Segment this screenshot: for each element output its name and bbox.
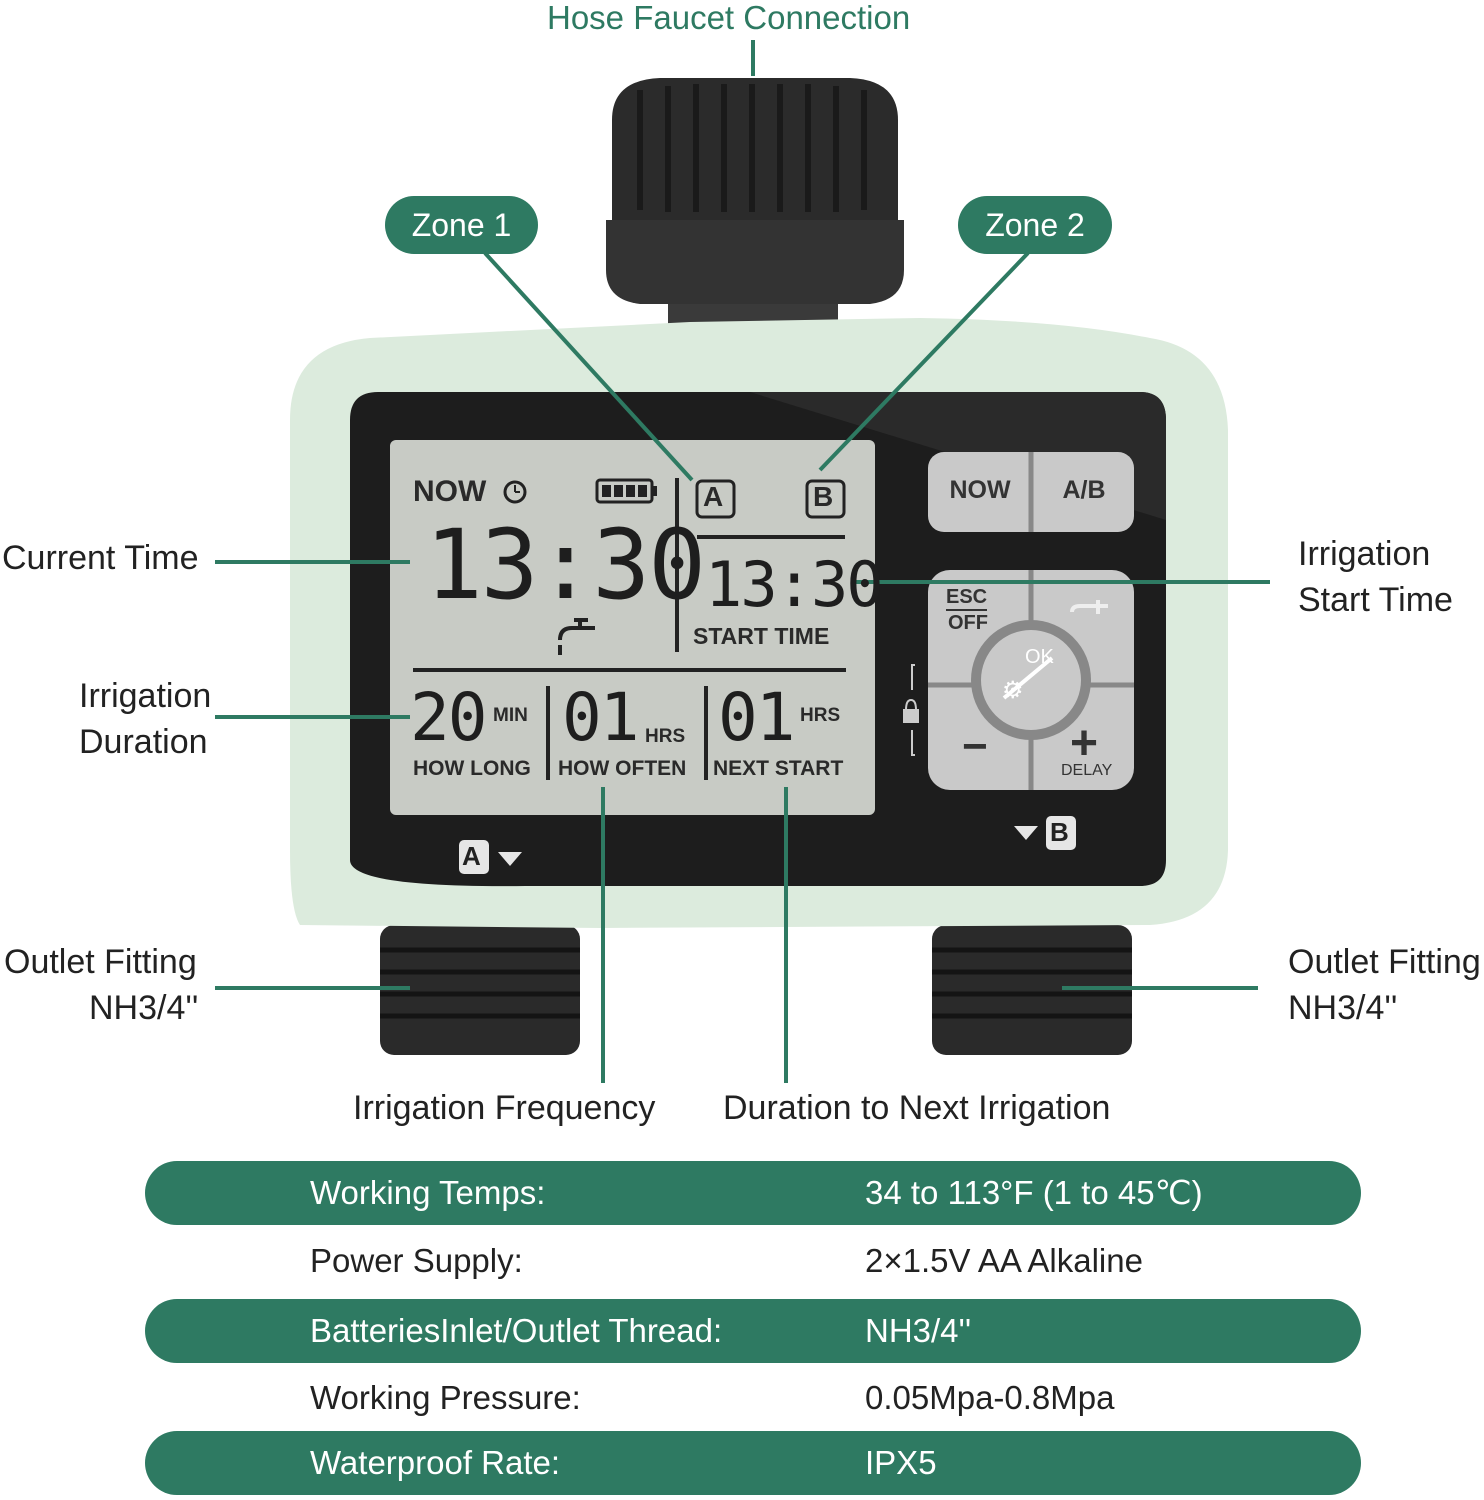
spec-value: 2×1.5V AA Alkaline xyxy=(865,1242,1143,1279)
spec-value: NH3/4'' xyxy=(865,1312,972,1349)
lock-icon xyxy=(903,664,919,756)
callout-next-irrigation: Duration to Next Irrigation xyxy=(723,1089,1111,1127)
gear-icon: ⚙ xyxy=(1002,677,1024,704)
callout-outlet-left-2: NH3/4'' xyxy=(89,989,199,1027)
lcd-current-time: 13:30 xyxy=(425,509,706,621)
delay-label: DELAY xyxy=(1061,762,1113,779)
outlet-fittings xyxy=(380,925,1132,1055)
lcd-start-time-label: START TIME xyxy=(693,623,830,649)
hose-faucet-leader xyxy=(751,40,755,76)
outlet-b-mark xyxy=(1046,816,1076,850)
spec-row: BatteriesInlet/Outlet Thread: NH3/4'' xyxy=(145,1299,1361,1363)
lcd-next-start-value: 01 xyxy=(718,679,795,756)
off-button-label: OFF xyxy=(948,612,988,634)
lcd-how-often-value: 01 xyxy=(562,679,639,756)
faucet-connector xyxy=(606,78,904,328)
lcd-how-long-unit: MIN xyxy=(493,705,528,726)
now-button[interactable]: NOW xyxy=(949,476,1011,504)
hose-faucet-label: Hose Faucet Connection xyxy=(547,0,911,36)
spec-row: Waterproof Rate: IPX5 xyxy=(145,1431,1361,1495)
callout-irrigation-duration-1: Irrigation xyxy=(79,677,212,715)
callout-irrigation-start-2: Start Time xyxy=(1298,581,1453,619)
spec-value: 0.05Mpa-0.8Mpa xyxy=(865,1379,1115,1416)
lcd-how-often-label: HOW OFTEN xyxy=(558,757,687,780)
lcd-how-often-unit: HRS xyxy=(645,726,686,747)
ok-button xyxy=(981,630,1081,730)
lcd-next-start-unit: HRS xyxy=(800,705,841,726)
spec-label: Power Supply: xyxy=(310,1242,523,1279)
minus-button[interactable]: − xyxy=(962,722,988,771)
faucet-icon xyxy=(558,618,595,655)
lcd-start-time: 13:30 xyxy=(705,548,884,621)
battery-icon xyxy=(595,478,657,504)
lcd-zone-b: B xyxy=(813,481,834,512)
lcd-next-start-label: NEXT START xyxy=(713,757,844,780)
callout-irrigation-duration-2: Duration xyxy=(79,723,208,761)
outlet-b-letter: B xyxy=(1050,817,1069,847)
spec-label: Waterproof Rate: xyxy=(310,1444,561,1481)
zone-2-pill: Zone 2 xyxy=(958,196,1112,254)
spec-value: IPX5 xyxy=(865,1444,937,1481)
spec-label: BatteriesInlet/Outlet Thread: xyxy=(310,1312,723,1349)
lcd-how-long-value: 20 xyxy=(410,679,487,756)
spec-row: Working Temps: 34 to 113°F (1 to 45℃) xyxy=(145,1161,1361,1225)
clock-icon xyxy=(503,480,527,504)
callout-irrigation-frequency: Irrigation Frequency xyxy=(353,1089,656,1127)
spec-row: Working Pressure: 0.05Mpa-0.8Mpa xyxy=(145,1366,1361,1430)
lcd-screen xyxy=(390,440,875,815)
callout-irrigation-start-1: Irrigation xyxy=(1298,535,1431,573)
zone-b-box xyxy=(805,479,846,519)
leader-lines xyxy=(215,251,1270,1083)
callout-outlet-right-1: Outlet Fitting xyxy=(1288,943,1481,981)
lcd-how-long-label: HOW LONG xyxy=(413,757,531,780)
spec-value: 34 to 113°F (1 to 45℃) xyxy=(865,1174,1203,1211)
spec-row: Power Supply: 2×1.5V AA Alkaline xyxy=(145,1229,1361,1293)
callout-current-time: Current Time xyxy=(2,539,199,577)
spec-label: Working Temps: xyxy=(310,1174,546,1211)
outlet-a-mark xyxy=(459,840,489,874)
zone-a-box xyxy=(695,479,736,519)
esc-button-label[interactable]: ESC xyxy=(946,586,988,611)
ok-button-label[interactable]: OK xyxy=(1025,646,1054,668)
spec-label: Working Pressure: xyxy=(310,1379,581,1416)
plus-button[interactable]: + xyxy=(1070,717,1099,770)
lcd-zone-a: A xyxy=(703,481,724,512)
outlet-a-letter: A xyxy=(462,841,481,871)
callout-outlet-right-2: NH3/4'' xyxy=(1288,989,1398,1027)
zone-1-pill: Zone 1 xyxy=(385,196,538,254)
callout-outlet-left-1: Outlet Fitting xyxy=(4,943,197,981)
ab-button[interactable]: A/B xyxy=(1062,476,1106,504)
lcd-now-label: NOW xyxy=(413,475,487,508)
timer-illustration xyxy=(215,78,1270,1083)
